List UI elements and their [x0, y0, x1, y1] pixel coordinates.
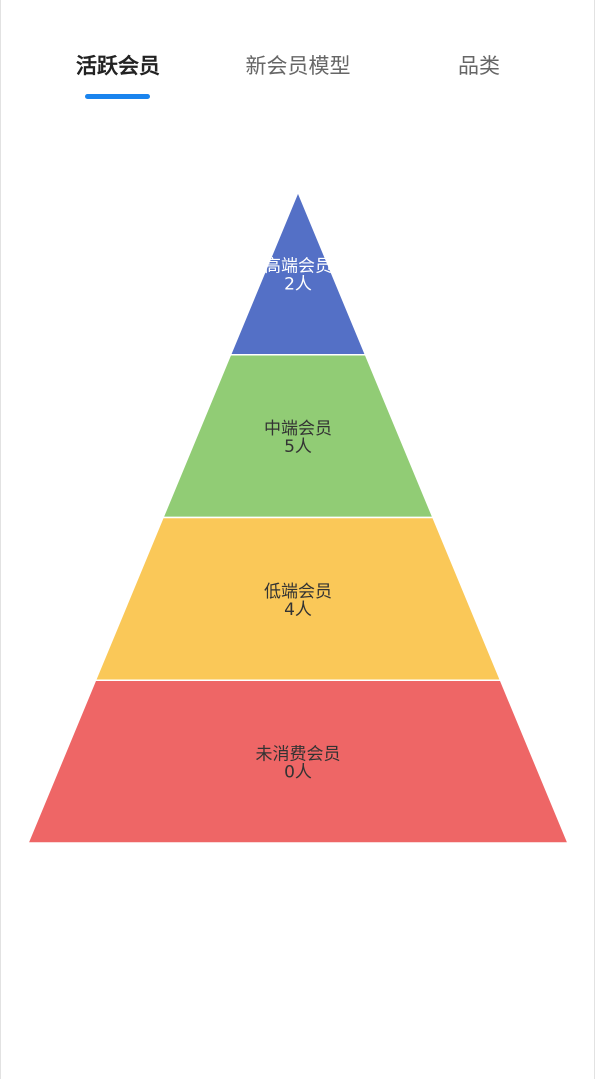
pyramid-segment-name: 高端会员: [264, 256, 332, 276]
pyramid-segment-value: 5人: [284, 437, 312, 457]
tab-category[interactable]: 品类: [458, 54, 500, 78]
pyramid-segment-value: 4人: [284, 600, 312, 620]
pyramid-segment-value: 0人: [284, 763, 312, 783]
tab-bar: 活跃会员 新会员模型 品类: [1, 40, 596, 100]
tab-new-member-model[interactable]: 新会员模型: [245, 54, 351, 78]
tab-active-members[interactable]: 活跃会员: [76, 54, 160, 78]
active-tab-indicator: [85, 94, 150, 99]
pyramid-segment-name: 中端会员: [264, 419, 332, 439]
pyramid-segment-3[interactable]: [26, 679, 570, 844]
pyramid-segment-name: 未消费会员: [256, 745, 341, 765]
pyramid-segment-value: 2人: [284, 274, 312, 294]
pyramid-segment-name: 低端会员: [264, 582, 332, 602]
